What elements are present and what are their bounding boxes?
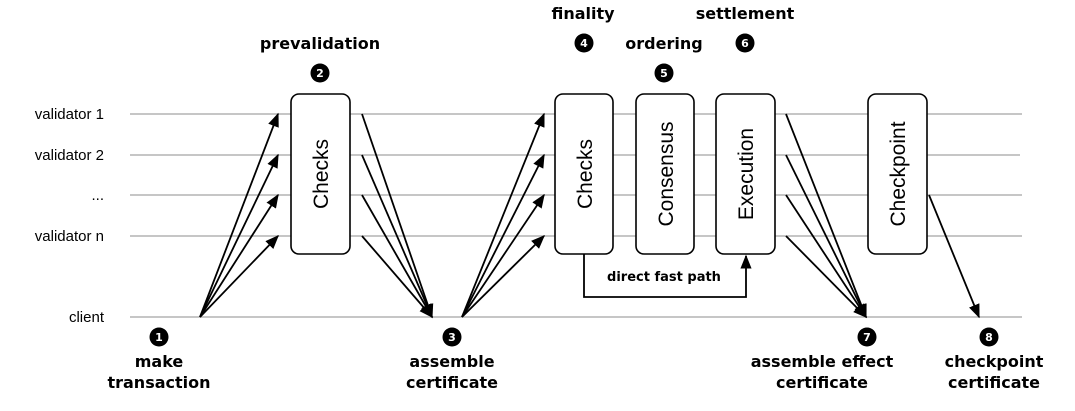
step-label-5: ordering	[625, 34, 702, 53]
step-number-6: 6	[741, 37, 749, 50]
step-number-7: 7	[863, 331, 871, 344]
step-number-1: 1	[155, 331, 163, 344]
arrows-certificate-to-validators	[461, 112, 545, 318]
step-badge-1	[149, 327, 169, 347]
arrow-client-to-validator-ellipsis	[199, 193, 279, 318]
step-label-8-line-2: certificate	[948, 373, 1040, 392]
step-number-4: 4	[580, 37, 588, 50]
step-number-2: 2	[316, 67, 324, 80]
row-label-validator-2: validator 2	[35, 147, 104, 164]
arrows-validators-to-effect-certificate	[785, 113, 867, 319]
step-2: prevalidation 2	[260, 34, 380, 83]
row-label-client: client	[69, 309, 105, 326]
step-3: 3 assemble certificate	[406, 327, 498, 392]
row-label-validator-n: validator n	[35, 228, 104, 245]
step-number-3: 3	[448, 331, 456, 344]
box-execution: Execution	[715, 93, 776, 255]
arrow-certificate-to-validator-1	[461, 112, 545, 318]
step-badge-8	[979, 327, 999, 347]
step-4: finality 4	[551, 4, 615, 53]
step-7: 7 assemble effect certificate	[751, 327, 894, 392]
row-label-ellipsis: ...	[91, 187, 104, 204]
step-label-2: prevalidation	[260, 34, 380, 53]
box-label-checks: Checks	[574, 139, 597, 209]
arrows-validators-to-certificate	[361, 113, 434, 319]
arrow-validator-2-to-effect-certificate	[785, 154, 867, 319]
fast-path-connector	[583, 254, 752, 298]
arrow-validator-1-to-certificate	[361, 113, 434, 319]
row-label-validator-1: validator 1	[35, 106, 104, 123]
step-label-4: finality	[551, 4, 615, 23]
box-checks-prevalidation: Checks	[290, 93, 351, 255]
step-badge-7	[857, 327, 877, 347]
fast-path-label: direct fast path	[607, 270, 721, 285]
step-5: ordering 5	[625, 34, 703, 83]
box-label-checkpoint: Checkpoint	[887, 121, 910, 226]
step-label-1-line-2: transaction	[107, 373, 210, 392]
step-label-3-line-1: assemble	[409, 352, 494, 371]
direct-fast-path: direct fast path	[583, 254, 752, 298]
box-consensus: Consensus	[635, 93, 695, 255]
step-label-7-line-2: certificate	[776, 373, 868, 392]
arrow-validator-2-to-certificate	[361, 154, 433, 319]
arrow-certificate-to-validator-ellipsis	[461, 193, 545, 318]
step-label-6: settlement	[696, 4, 795, 23]
arrow-validator-n-to-effect-certificate	[785, 235, 867, 318]
box-label-checks-prevalidation: Checks	[310, 139, 333, 209]
step-badge-6	[735, 33, 755, 53]
arrow-validator-ellipsis-to-certificate	[361, 194, 433, 319]
step-label-8-line-1: checkpoint	[945, 352, 1044, 371]
step-label-7-line-1: assemble effect	[751, 352, 894, 371]
arrow-certificate-to-validator-2	[461, 153, 545, 318]
row-labels: validator 1 validator 2 ... validator n …	[35, 106, 105, 326]
step-badge-4	[574, 33, 594, 53]
step-6: settlement 6	[696, 4, 795, 53]
box-label-consensus: Consensus	[655, 121, 678, 226]
step-1: 1 make transaction	[107, 327, 211, 392]
step-label-1-line-1: make	[135, 352, 184, 371]
arrow-client-to-validator-n	[199, 234, 279, 318]
arrow-client-to-validator-1	[199, 112, 279, 318]
step-label-3-line-2: certificate	[406, 373, 498, 392]
step-number-5: 5	[660, 67, 668, 80]
step-badge-5	[654, 63, 674, 83]
step-badge-3	[442, 327, 462, 347]
step-number-8: 8	[985, 331, 993, 344]
arrow-client-to-validator-2	[199, 153, 279, 318]
arrows-client-to-validators	[199, 112, 279, 318]
arrow-validator-1-to-effect-certificate	[785, 113, 867, 319]
arrow-certificate-to-validator-n	[461, 235, 545, 318]
arrow-validator-n-to-certificate	[361, 235, 433, 319]
step-badge-2	[310, 63, 330, 83]
box-checkpoint: Checkpoint	[867, 93, 928, 255]
arrow-validator-ellipsis-to-effect-certificate	[785, 194, 867, 319]
box-label-execution: Execution	[735, 128, 758, 220]
box-checks: Checks	[554, 93, 614, 255]
step-8: 8 checkpoint certificate	[945, 327, 1044, 392]
arrow-checkpoint-to-certificate	[928, 194, 980, 319]
